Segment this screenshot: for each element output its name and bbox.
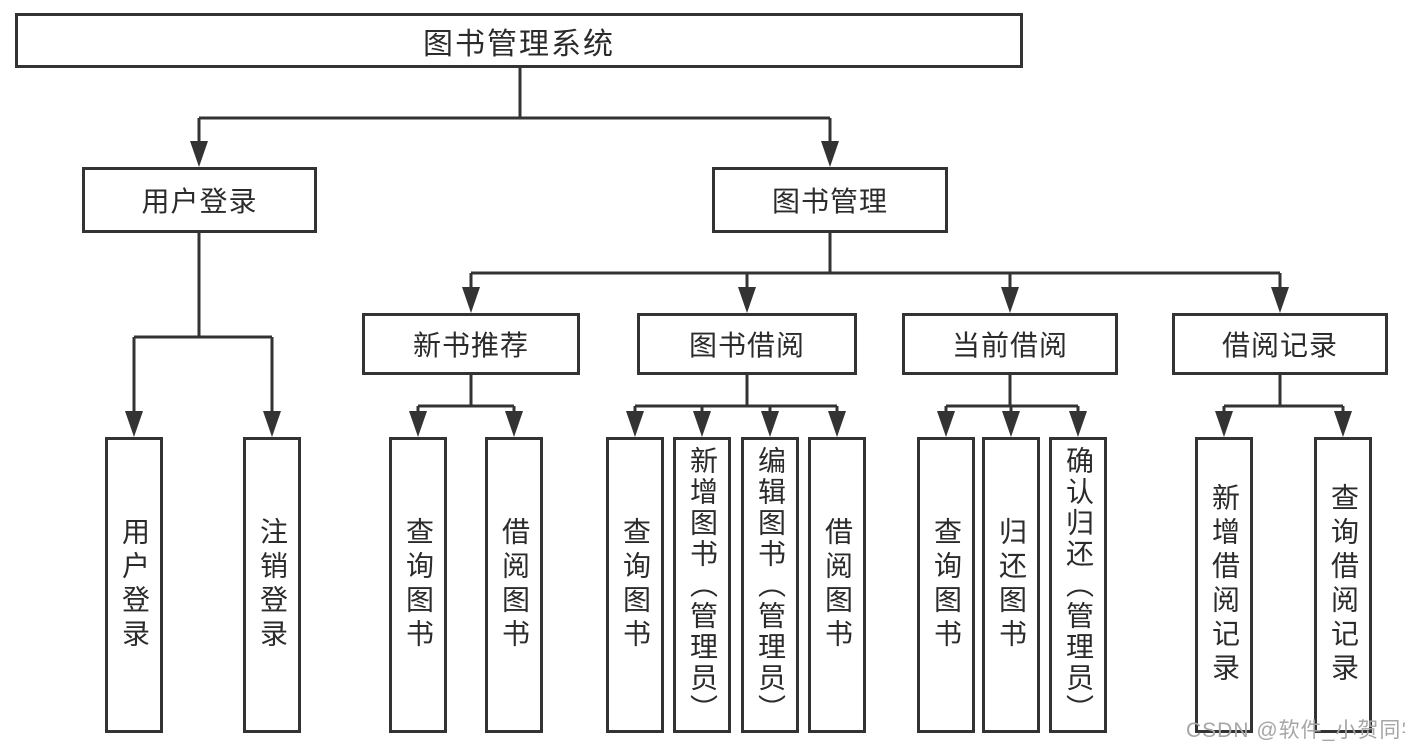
node-book-management: 图书管理 [712,167,948,233]
leaf-query-books-2: 查询图书 [606,437,664,733]
node-label: 新书推荐 [412,330,529,361]
leaf-add-borrowing-record: 新增借阅记录 [1195,437,1253,733]
node-label: 借阅记录 [1221,330,1338,361]
leaf-query-borrowing-record: 查询借阅记录 [1314,437,1372,733]
leaf-edit-books-admin: 编辑图书（管理员） [741,437,799,733]
connector-book-management-to-level3 [462,233,1289,313]
leaf-query-books-3: 查询图书 [917,437,975,733]
leaf-borrow-books-2: 借阅图书 [808,437,866,733]
node-library-management-system: 图书管理系统 [15,13,1023,68]
node-label: 借阅图书 [822,517,853,653]
node-label: 查询借阅记录 [1328,483,1359,687]
connector-user-login-children [125,233,281,437]
node-label: 图书管理 [771,186,888,217]
connector-new-book-recommendation-children [409,375,523,437]
node-label: 查询图书 [931,517,962,653]
node-label: 借阅图书 [499,517,530,653]
node-label: 当前借阅 [951,330,1068,361]
node-label: 确认归还（管理员） [1063,445,1094,725]
node-label: 新增图书（管理员） [687,445,718,725]
node-borrowing-records: 借阅记录 [1172,313,1388,375]
node-label: 归还图书 [996,517,1027,653]
node-book-borrowing: 图书借阅 [637,313,857,375]
connector-root-to-level2 [190,68,839,167]
leaf-confirm-return-admin: 确认归还（管理员） [1049,437,1107,733]
node-label: 查询图书 [403,517,434,653]
leaf-user-login: 用户登录 [105,437,163,733]
node-label: 新增借阅记录 [1209,483,1240,687]
leaf-borrow-books-1: 借阅图书 [485,437,543,733]
node-label: 查询图书 [620,517,651,653]
node-label: 编辑图书（管理员） [755,445,786,725]
node-new-book-recommendation: 新书推荐 [362,313,580,375]
node-label: 用户登录 [119,517,150,653]
leaf-query-books-1: 查询图书 [389,437,447,733]
csdn-watermark: CSDN @软件_小贺同学 [1186,719,1405,742]
connector-borrowing-records-children [1215,375,1352,437]
node-current-borrowing: 当前借阅 [902,313,1118,375]
node-label: 注销登录 [257,517,288,653]
node-label: 用户登录 [141,186,258,217]
leaf-add-books-admin: 新增图书（管理员） [673,437,731,733]
leaf-logout-login: 注销登录 [243,437,301,733]
leaf-return-books: 归还图书 [982,437,1040,733]
node-label: 图书借阅 [688,330,805,361]
node-label: 图书管理系统 [423,27,615,61]
node-user-login: 用户登录 [82,167,317,233]
connector-current-borrowing-children [937,375,1087,437]
connector-book-borrowing-children [626,375,846,437]
